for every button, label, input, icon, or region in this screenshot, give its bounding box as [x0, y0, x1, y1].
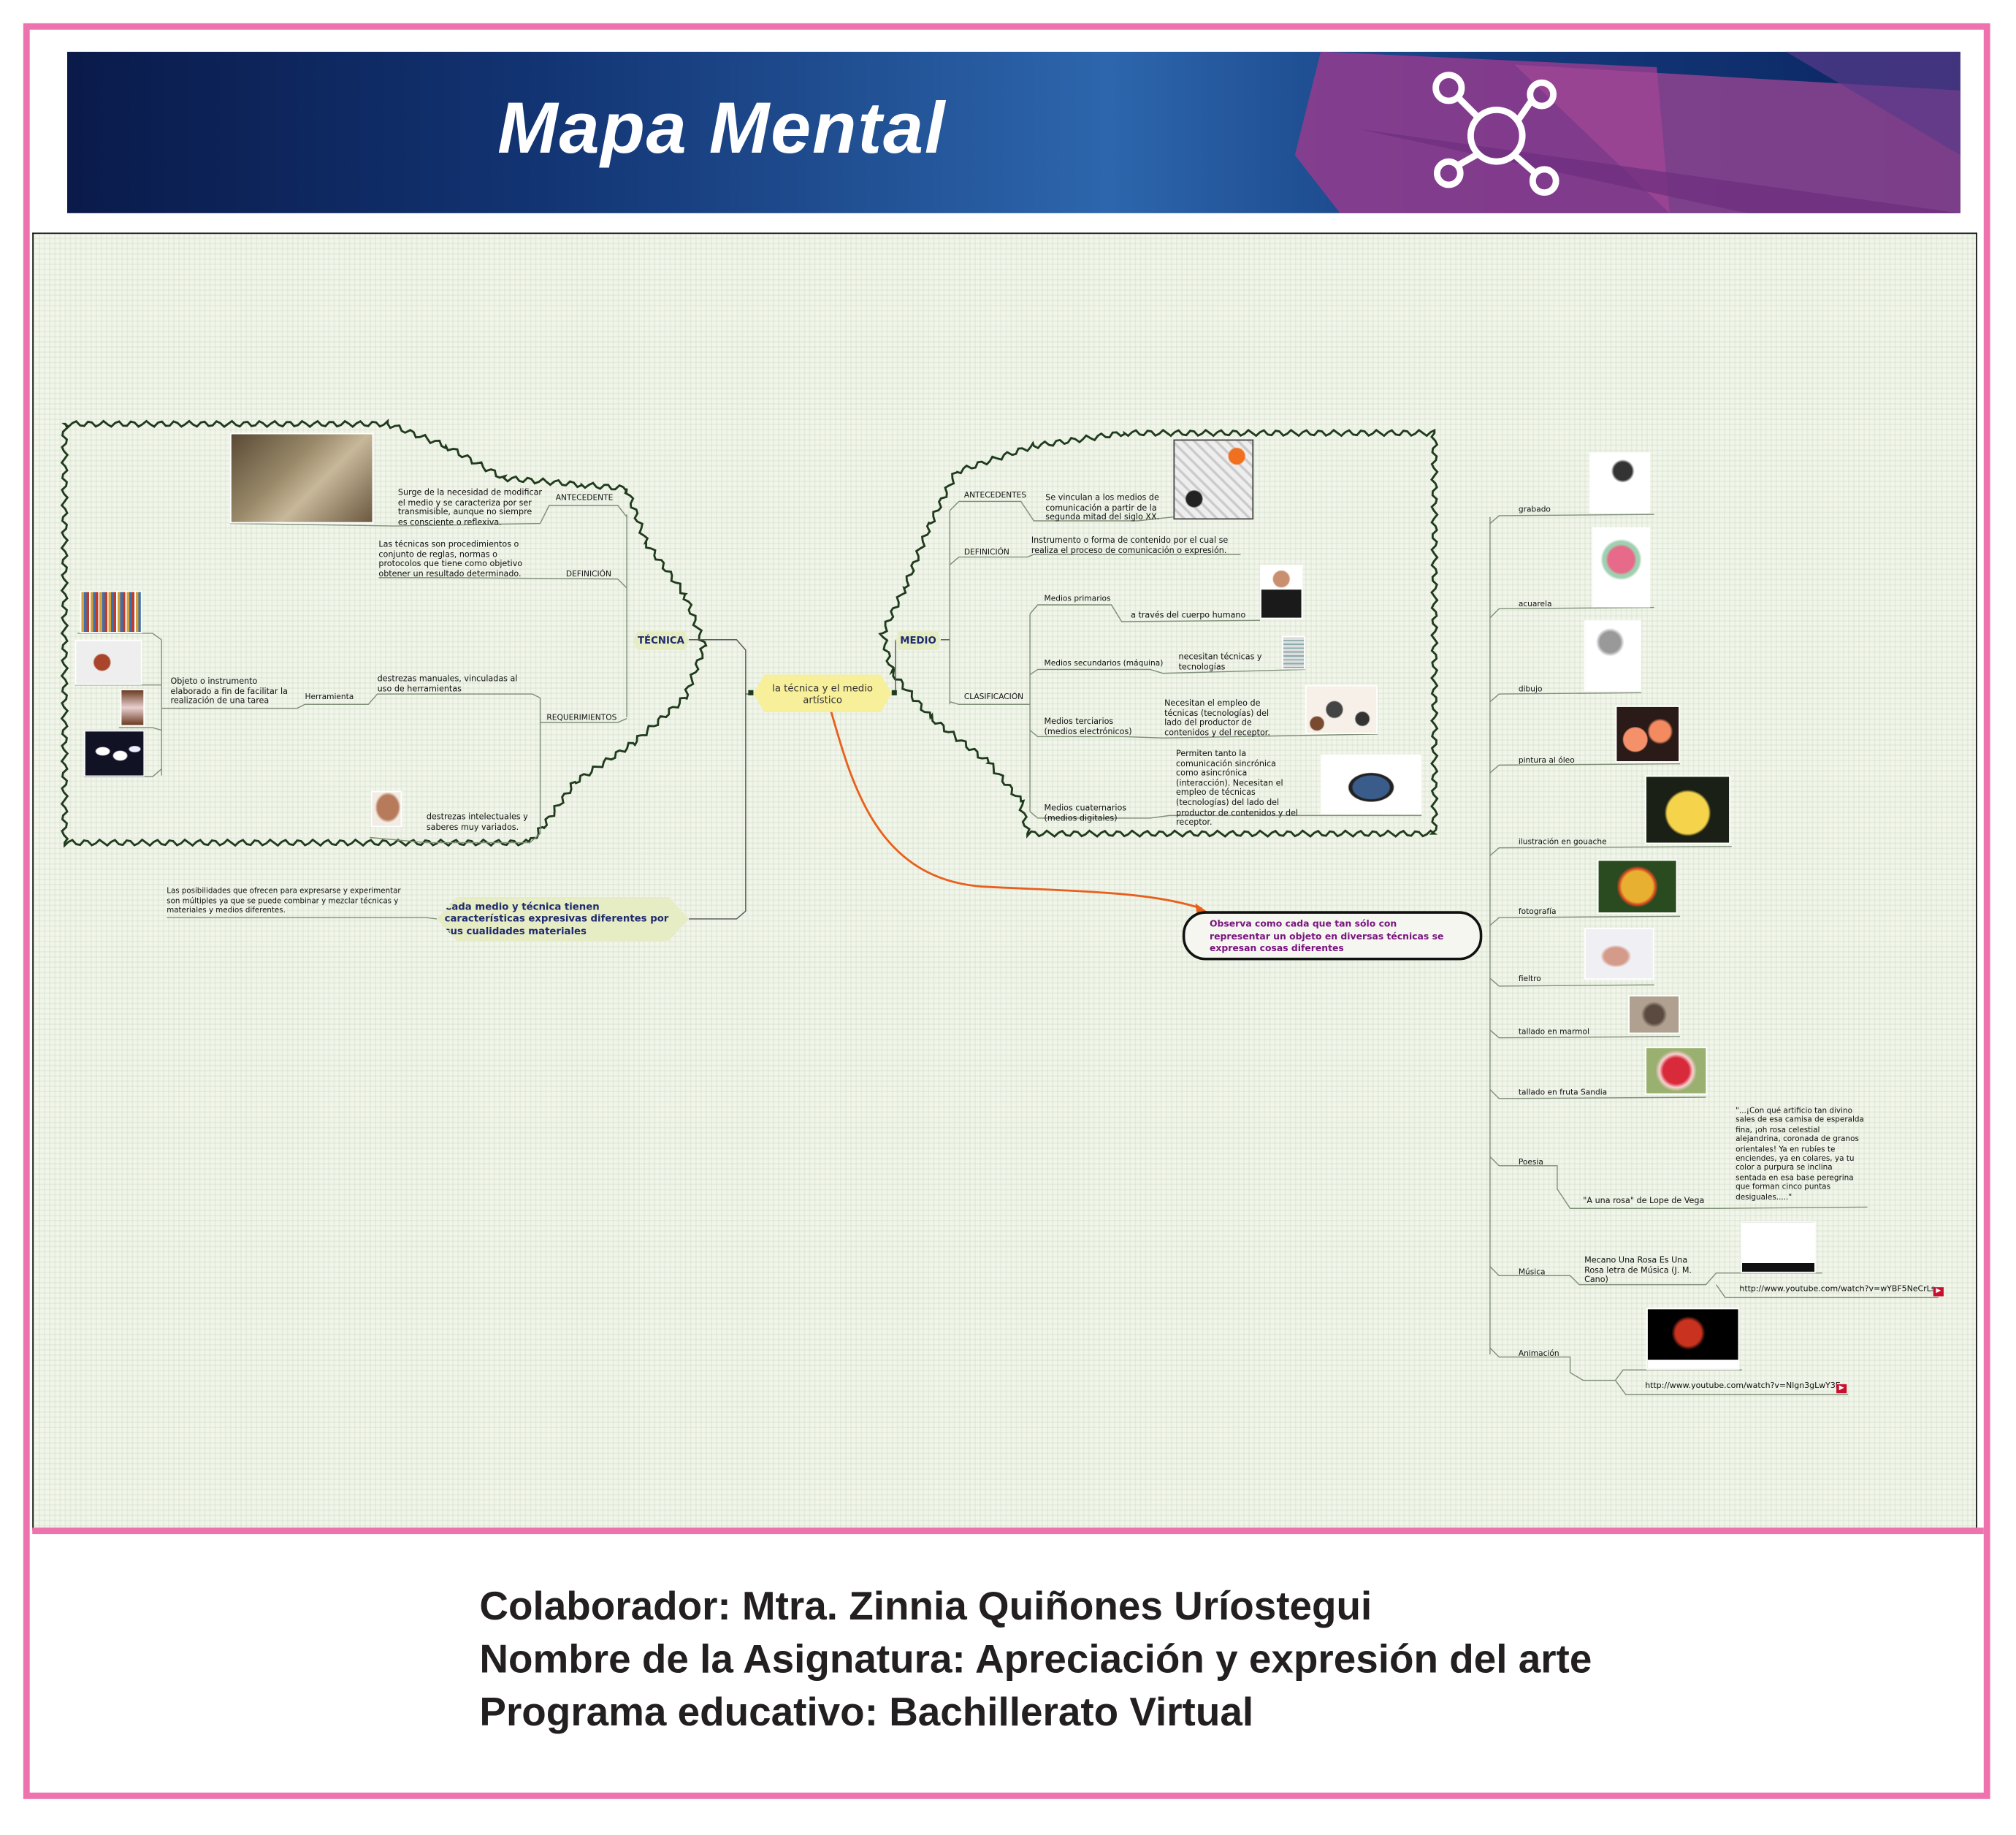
antecedentes-label[interactable]: ANTECEDENTES — [963, 491, 1027, 500]
digital-devices-image — [1321, 755, 1422, 815]
poesia-quote: "...¡Con qué artificio tan divino sales … — [1736, 1107, 1864, 1202]
rose-technique-image — [1584, 928, 1654, 980]
page-title: Mapa Mental — [497, 86, 947, 168]
medio-label: MEDIO — [900, 634, 936, 646]
technique-label[interactable]: pintura al óleo — [1518, 755, 1575, 766]
technique-label[interactable]: tallado en fruta Sandia — [1518, 1088, 1608, 1098]
rose-technique-image — [1615, 705, 1680, 763]
destrezas-manuales-text: destrezas manuales, vinculadas al uso de… — [377, 674, 518, 694]
tecnica-label: TÉCNICA — [638, 634, 684, 646]
poesia-label[interactable]: Poesia — [1518, 1158, 1543, 1167]
technique-label[interactable]: ilustración en gouache — [1518, 837, 1607, 847]
page-frame — [23, 23, 1990, 1799]
rose-technique-image — [1584, 620, 1641, 692]
header-banner — [66, 51, 1960, 213]
antecedente-label[interactable]: ANTECEDENTE — [555, 493, 614, 503]
herramienta-label[interactable]: Herramienta — [305, 693, 354, 702]
technique-label[interactable]: fieltro — [1518, 974, 1541, 984]
colaborador-text: Colaborador: Mtra. Zinnia Quiñones Uríos… — [479, 1583, 1372, 1629]
rose-technique-image — [1592, 527, 1651, 608]
technique-label[interactable]: acuarela — [1518, 599, 1552, 609]
rose-technique-image — [1645, 1047, 1708, 1095]
animation-video-thumbnail[interactable] — [1646, 1308, 1740, 1370]
musica-label[interactable]: Música — [1518, 1267, 1546, 1277]
medios-primarios-text: a través del cuerpo humano — [1131, 611, 1246, 621]
video-play-icon[interactable]: ▶ — [1933, 1287, 1944, 1297]
rose-technique-image — [1645, 775, 1730, 844]
footer-credits: Colaborador: Mtra. Zinnia Quiñones Uríos… — [479, 1579, 1592, 1739]
clasificacion-label[interactable]: CLASIFICACIÓN — [963, 693, 1024, 702]
electronics-collage-image — [1305, 684, 1378, 734]
medios-terciarios-text: Necesitan el empleo de técnicas (tecnolo… — [1164, 699, 1270, 738]
technique-label[interactable]: tallado en marmol — [1518, 1027, 1589, 1037]
medio-definicion-text: Instrumento o forma de contenido por el … — [1031, 536, 1229, 556]
objeto-text: Objeto o instrumento elaborado a fin de … — [170, 677, 288, 706]
instruments-image — [75, 639, 142, 685]
medios-secundarios-text: necesitan técnicas y tecnologías — [1178, 652, 1262, 672]
observa-callout[interactable]: Observa como cada que tan sólo con repre… — [1182, 911, 1483, 961]
cada-medio-label: Cada medio y técnica tienen característi… — [444, 900, 669, 937]
media-collage-image — [1173, 439, 1254, 520]
medios-primarios-label[interactable]: Medios primarios — [1044, 594, 1111, 604]
requerimientos-label[interactable]: REQUERIMIENTOS — [546, 713, 617, 722]
musica-text: Mecano Una Rosa Es Una Rosa letra de Mús… — [1584, 1256, 1692, 1285]
medios-secundarios-label[interactable]: Medios secundarios (máquina) — [1044, 659, 1164, 668]
animacion-video-link[interactable]: http://www.youtube.com/watch?v=Nlgn3gLwY… — [1645, 1381, 1841, 1391]
programa-text: Programa educativo: Bachillerato Virtual — [479, 1689, 1254, 1735]
head-image — [370, 790, 402, 828]
central-topic-node[interactable]: la técnica y el medio artístico — [753, 674, 892, 712]
hand-tool-image — [120, 688, 145, 727]
masks-image — [83, 730, 145, 777]
definicion-label[interactable]: DEFINICIÓN — [565, 570, 611, 579]
medios-terciarios-label[interactable]: Medios terciarios (medios electrónicos) — [1044, 717, 1132, 736]
cada-medio-node[interactable]: Cada medio y técnica tienen característi… — [436, 896, 689, 941]
musica-video-link[interactable]: http://www.youtube.com/watch?v=wYBF5NeCr… — [1739, 1284, 1936, 1294]
animacion-label[interactable]: Animación — [1518, 1349, 1559, 1359]
rose-technique-image — [1628, 995, 1680, 1034]
medio-definicion-label[interactable]: DEFINICIÓN — [963, 548, 1009, 557]
network-hub-icon — [1432, 72, 1559, 197]
medio-node[interactable]: MEDIO — [896, 630, 941, 650]
medios-cuaternarios-text: Permiten tanto la comunicación sincrónic… — [1175, 749, 1299, 828]
technique-label[interactable]: fotografía — [1518, 907, 1557, 917]
brushes-image — [80, 590, 142, 633]
rose-technique-image — [1597, 859, 1678, 914]
technique-label[interactable]: grabado — [1518, 505, 1551, 515]
antecedente-text: Surge de la necesidad de modificar el me… — [397, 488, 542, 527]
music-video-thumbnail[interactable] — [1741, 1221, 1816, 1273]
newspaper-image — [1282, 636, 1305, 670]
observa-text: Observa como cada que tan sólo con repre… — [1209, 918, 1444, 954]
definicion-text: Las técnicas son procedimientos o conjun… — [378, 540, 523, 579]
asignatura-text: Nombre de la Asignatura: Apreciación y e… — [479, 1636, 1592, 1682]
poesia-source: "A una rosa" de Lope de Vega — [1583, 1197, 1705, 1206]
pink-divider — [32, 1527, 1984, 1535]
video-play-icon[interactable]: ▶ — [1836, 1384, 1847, 1394]
antecedentes-text: Se vinculan a los medios de comunicación… — [1045, 493, 1160, 523]
man-reading-image — [1259, 565, 1303, 619]
destrezas-intelectuales-text: destrezas intelectuales y saberes muy va… — [426, 812, 528, 832]
medios-cuaternarios-label[interactable]: Medios cuaternarios (medios digitales) — [1044, 804, 1127, 823]
technique-label[interactable]: dibujo — [1518, 684, 1543, 695]
rose-technique-image — [1589, 452, 1651, 514]
posibilidades-text: Las posibilidades que ofrecen para expre… — [167, 888, 401, 915]
central-topic-label: la técnica y el medio artístico — [772, 682, 874, 706]
cave-painting-image — [229, 432, 374, 524]
tecnica-node[interactable]: TÉCNICA — [633, 630, 689, 650]
